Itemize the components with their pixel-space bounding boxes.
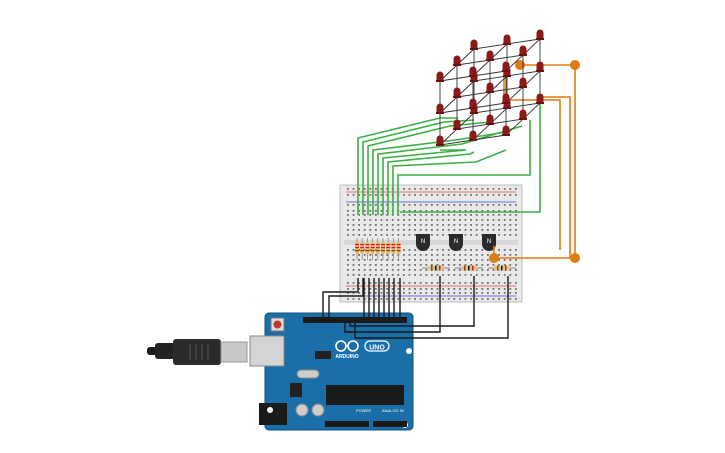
arduino-logo xyxy=(335,340,390,352)
transistor-marking: N xyxy=(421,239,425,245)
reset-button[interactable] xyxy=(270,317,285,332)
led[interactable] xyxy=(469,98,477,109)
led[interactable] xyxy=(519,45,527,56)
orange-wire-joints[interactable] xyxy=(489,60,580,263)
led[interactable] xyxy=(502,125,510,137)
power-pin-header[interactable] xyxy=(325,421,369,427)
led[interactable] xyxy=(436,103,444,114)
base-resistor-1[interactable] xyxy=(422,265,450,271)
led[interactable] xyxy=(486,82,494,93)
led[interactable] xyxy=(536,93,544,105)
base-resistor-3[interactable] xyxy=(488,265,516,271)
led[interactable] xyxy=(453,119,461,130)
black-wires[interactable] xyxy=(322,276,509,339)
usb-cable[interactable] xyxy=(147,339,248,365)
led[interactable] xyxy=(469,130,477,141)
led[interactable] xyxy=(436,135,444,147)
npn-transistor-2[interactable]: N xyxy=(449,234,463,251)
power-header-label: POWER xyxy=(356,408,371,413)
brand-label: ARDUINO xyxy=(335,354,358,360)
breadboard-holes[interactable] xyxy=(347,188,517,300)
arduino-uno-board[interactable]: UNO ARDUINO POWER ANALOG IN xyxy=(249,312,414,431)
base-resistor-2[interactable] xyxy=(455,265,483,271)
analog-header-label: ANALOG IN xyxy=(382,408,404,413)
led[interactable] xyxy=(536,61,544,72)
led[interactable] xyxy=(453,55,461,67)
atmega-chip xyxy=(326,385,404,405)
current-limiting-resistors[interactable] xyxy=(355,238,401,260)
led[interactable] xyxy=(470,39,478,50)
transistor-marking: N xyxy=(454,239,458,245)
led[interactable] xyxy=(502,61,510,72)
led[interactable] xyxy=(486,114,494,126)
led[interactable] xyxy=(519,77,527,88)
led[interactable] xyxy=(536,29,544,41)
led[interactable] xyxy=(503,34,511,46)
led-cube-3x3x3[interactable] xyxy=(436,29,544,147)
npn-transistor-3[interactable]: N xyxy=(482,234,496,251)
led[interactable] xyxy=(519,109,527,120)
model-label: UNO xyxy=(369,345,385,352)
npn-transistor-1[interactable]: N xyxy=(416,234,430,251)
led[interactable] xyxy=(436,71,444,83)
analog-pin-header[interactable] xyxy=(373,421,407,427)
led[interactable] xyxy=(486,50,494,62)
green-wires[interactable] xyxy=(357,100,541,215)
led[interactable] xyxy=(453,87,461,98)
led[interactable] xyxy=(469,66,477,78)
transistor-marking: N xyxy=(487,239,491,245)
led[interactable] xyxy=(502,93,510,105)
